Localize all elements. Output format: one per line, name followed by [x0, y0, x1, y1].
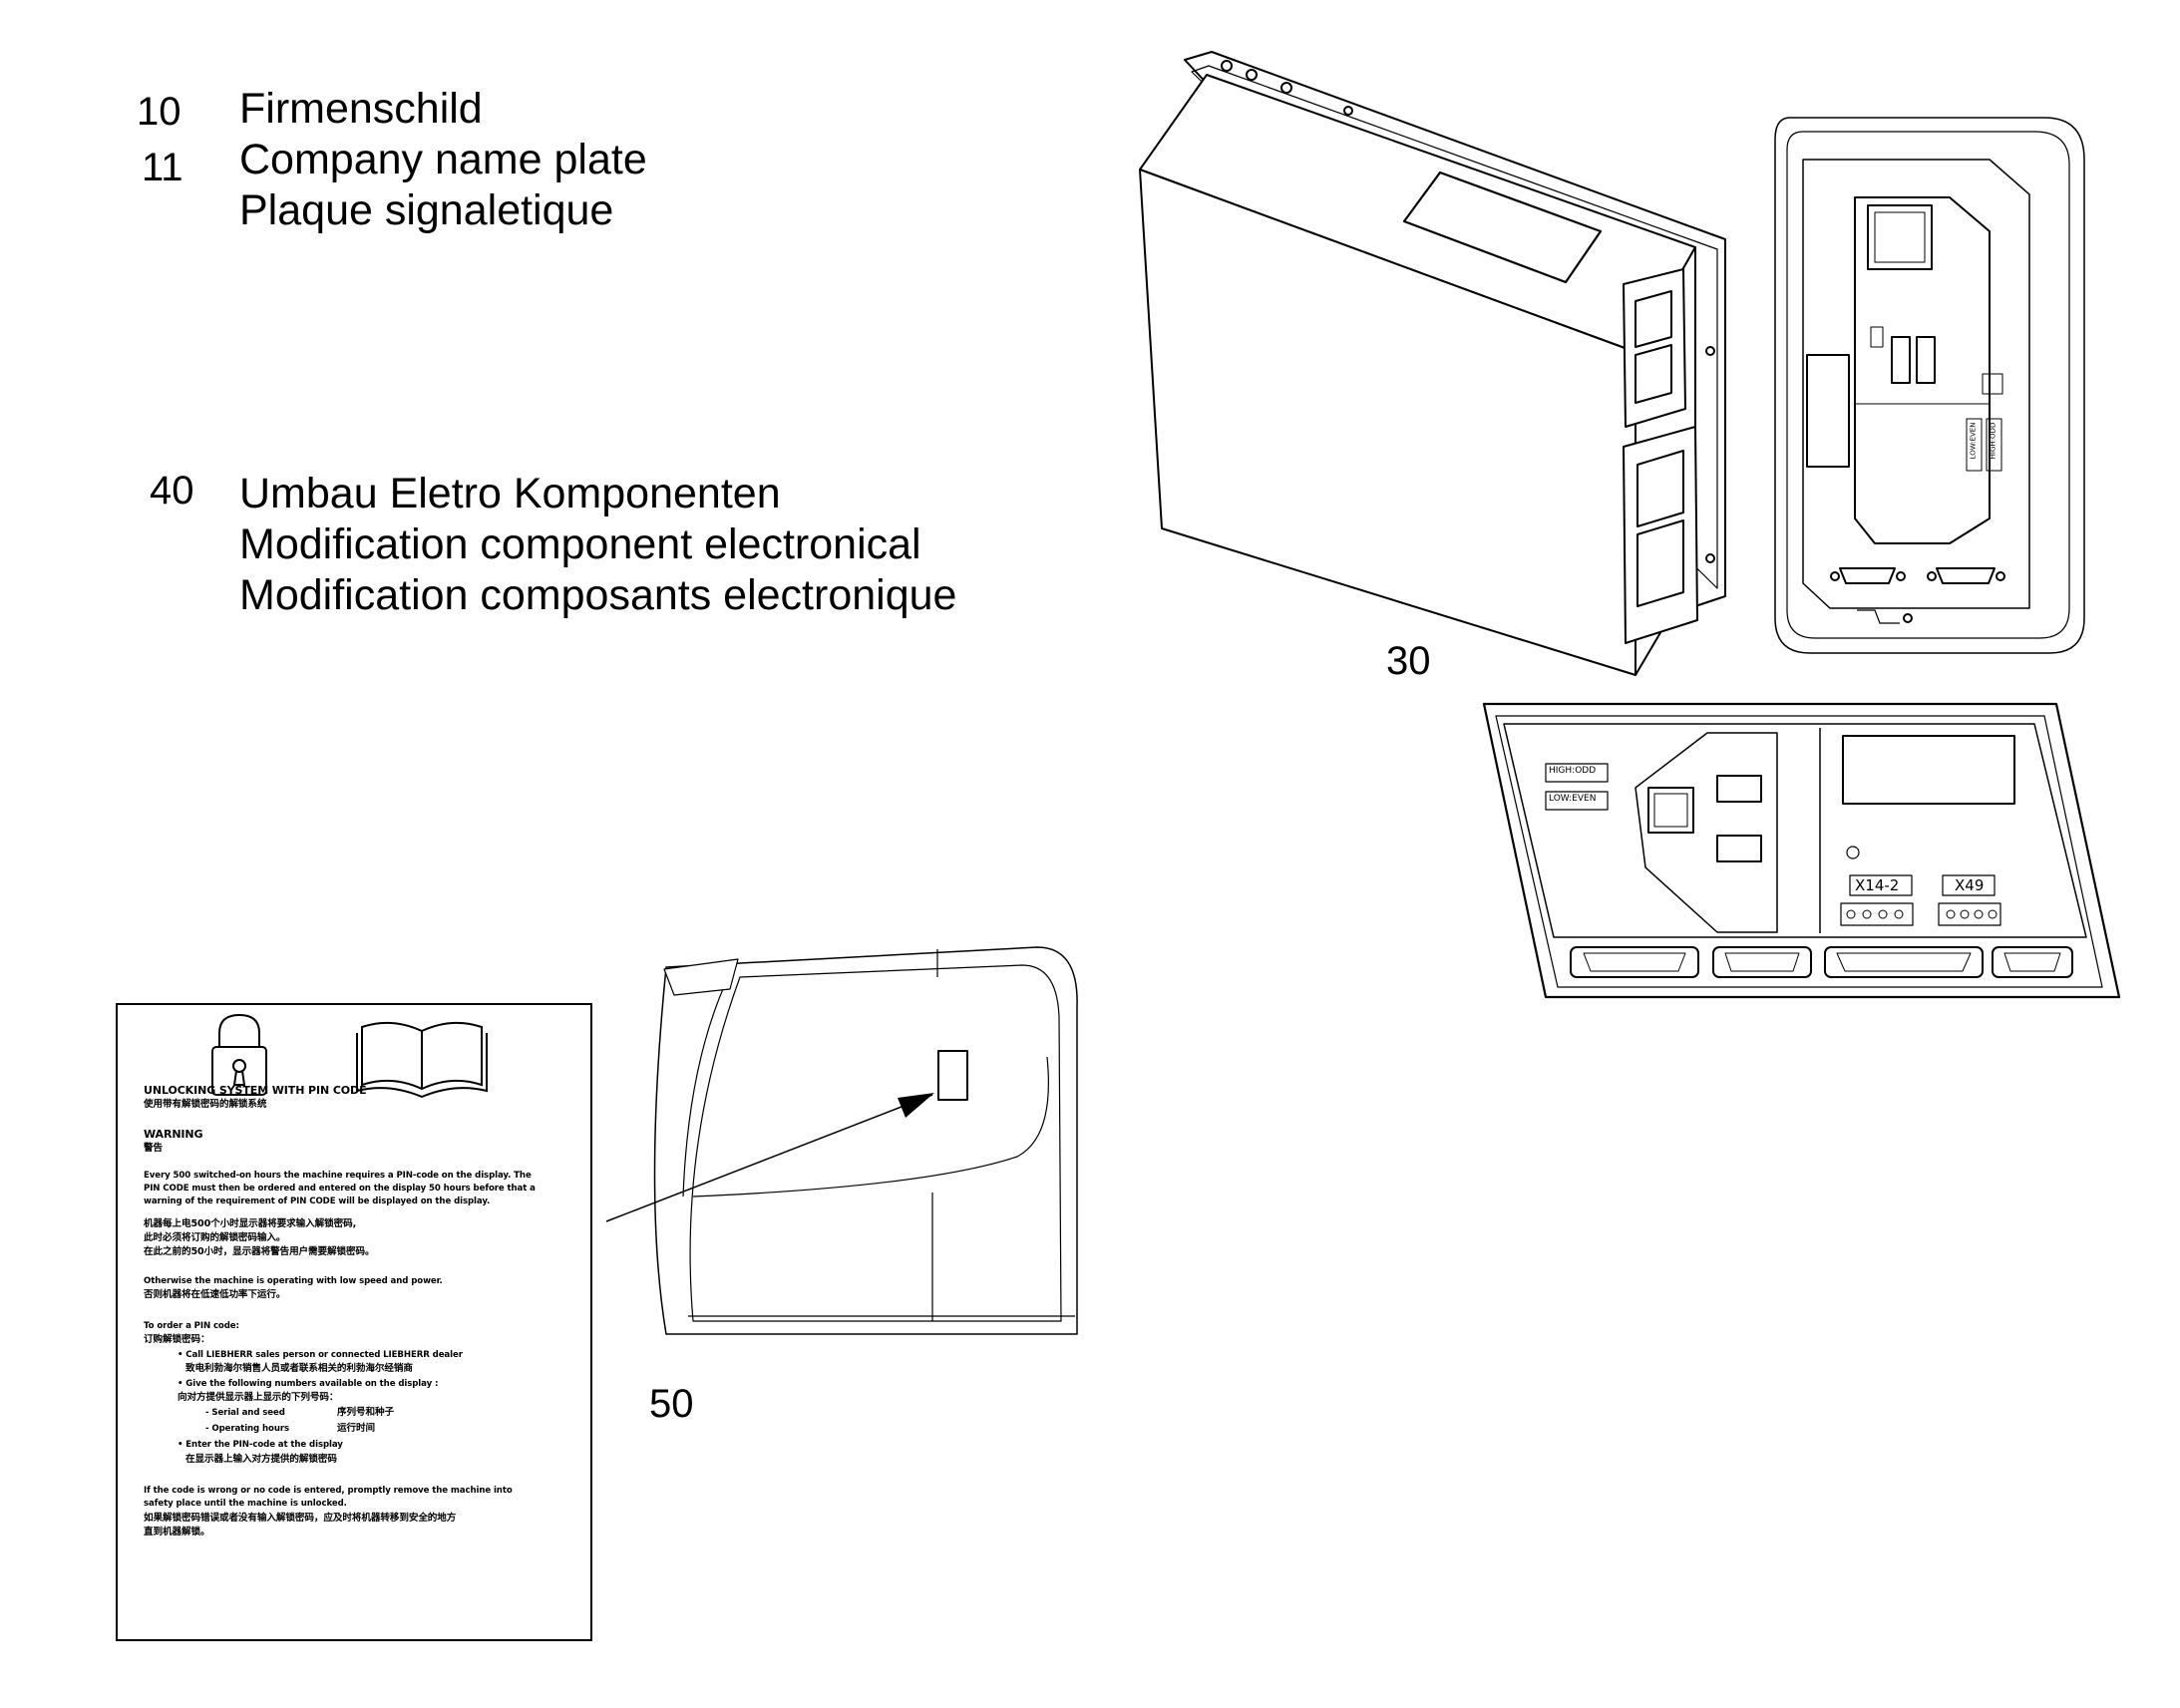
label-b1-cn: 致电利勃海尔销售人员或者联系相关的利勃海尔经销商: [185, 1363, 413, 1374]
label-s2-cn: 运行时间: [337, 1423, 375, 1434]
label-p3-en-2: safety place until the machine is unlock…: [144, 1499, 347, 1509]
callout-50: 50: [649, 1382, 694, 1426]
terminal-label-x14: X14-2: [1855, 876, 1900, 894]
legend-number-40: 40: [150, 469, 194, 512]
callout-30: 30: [1386, 639, 1431, 683]
legend-number-10: 10: [137, 90, 182, 134]
open-housing-drawing: [1774, 117, 2085, 654]
label-order-en: To order a PIN code:: [144, 1321, 239, 1331]
label-order-cn: 订购解锁密码：: [144, 1334, 210, 1345]
label-title-en: UNLOCKING SYSTEM WITH PIN CODE: [144, 1084, 367, 1097]
legend-item-company-plate: Firmenschild Company name plate Plaque s…: [239, 84, 647, 236]
housing-label-high: HIGH:ODD: [1989, 422, 1998, 460]
label-p2-cn: 否则机器将在低速低功率下运行。: [144, 1289, 286, 1300]
label-b2-cn: 向对方提供显示器上显示的下列号码：: [178, 1392, 339, 1403]
cab-panel-drawing: [605, 946, 1078, 1335]
label-b2-en: • Give the following numbers available o…: [178, 1379, 439, 1389]
label-p1-en-3: warning of the requirement of PIN CODE w…: [144, 1196, 491, 1206]
label-p3-cn-2: 直到机器解锁。: [144, 1527, 210, 1537]
label-p2-en: Otherwise the machine is operating with …: [144, 1276, 443, 1286]
label-title-cn: 使用带有解锁密码的解锁系统: [144, 1099, 267, 1110]
label-p3-en-1: If the code is wrong or no code is enter…: [144, 1486, 513, 1496]
label-b1-en: • Call LIEBHERR sales person or connecte…: [178, 1350, 463, 1360]
legend-line-de: Firmenschild: [239, 85, 483, 133]
housing-label-low: LOW:EVEN: [1969, 422, 1978, 460]
legend-line-en: Modification component electronical: [239, 520, 921, 568]
label-p1-en-1: Every 500 switched-on hours the machine …: [144, 1171, 532, 1181]
label-warning-en: WARNING: [144, 1128, 203, 1141]
label-p1-cn-1: 机器每上电500个小时显示器将要求输入解锁密码,: [144, 1218, 357, 1229]
legend-line-en: Company name plate: [239, 136, 647, 183]
padlock-icon: [211, 1013, 267, 1096]
control-box-drawing: [1139, 51, 1726, 676]
label-b3-en: • Enter the PIN-code at the display: [178, 1440, 343, 1450]
legend-line-de: Umbau Eletro Komponenten: [239, 470, 781, 517]
label-warning-cn: 警告: [144, 1143, 163, 1154]
label-p3-cn-1: 如果解锁密码错误或者没有输入解锁密码，应及时将机器转移到安全的地方: [144, 1513, 457, 1524]
pin-code-warning-label: UNLOCKING SYSTEM WITH PIN CODE 使用带有解锁密码的…: [116, 1003, 592, 1641]
legend-line-fr: Plaque signaletique: [239, 186, 614, 234]
jumper-label-high: HIGH:ODD: [1549, 766, 1597, 776]
open-book-icon: [356, 1021, 488, 1099]
label-s1-en: - Serial and seed: [205, 1408, 285, 1418]
legend-line-fr: Modification composants electronique: [239, 571, 957, 619]
label-p1-en-2: PIN CODE must then be ordered and entere…: [144, 1184, 536, 1194]
arrow-head: [898, 1093, 934, 1118]
label-s2-en: - Operating hours: [205, 1424, 289, 1434]
label-icons: [211, 1013, 488, 1099]
label-b3-cn: 在显示器上输入对方提供的解锁密码: [185, 1454, 337, 1465]
label-s1-cn: 序列号和种子: [337, 1407, 394, 1418]
jumper-label-low: LOW:EVEN: [1549, 794, 1597, 804]
legend-item-electro-components: Umbau Eletro Komponenten Modification co…: [239, 469, 956, 621]
label-p1-cn-2: 此时必须将订购的解锁密码输入。: [144, 1232, 286, 1243]
terminal-label-x49: X49: [1955, 876, 1985, 894]
legend-number-11: 11: [142, 146, 183, 189]
board-drawing: [1482, 702, 2121, 999]
label-p1-cn-3: 在此之前的50小时，显示器将警告用户需要解锁密码。: [144, 1246, 375, 1257]
